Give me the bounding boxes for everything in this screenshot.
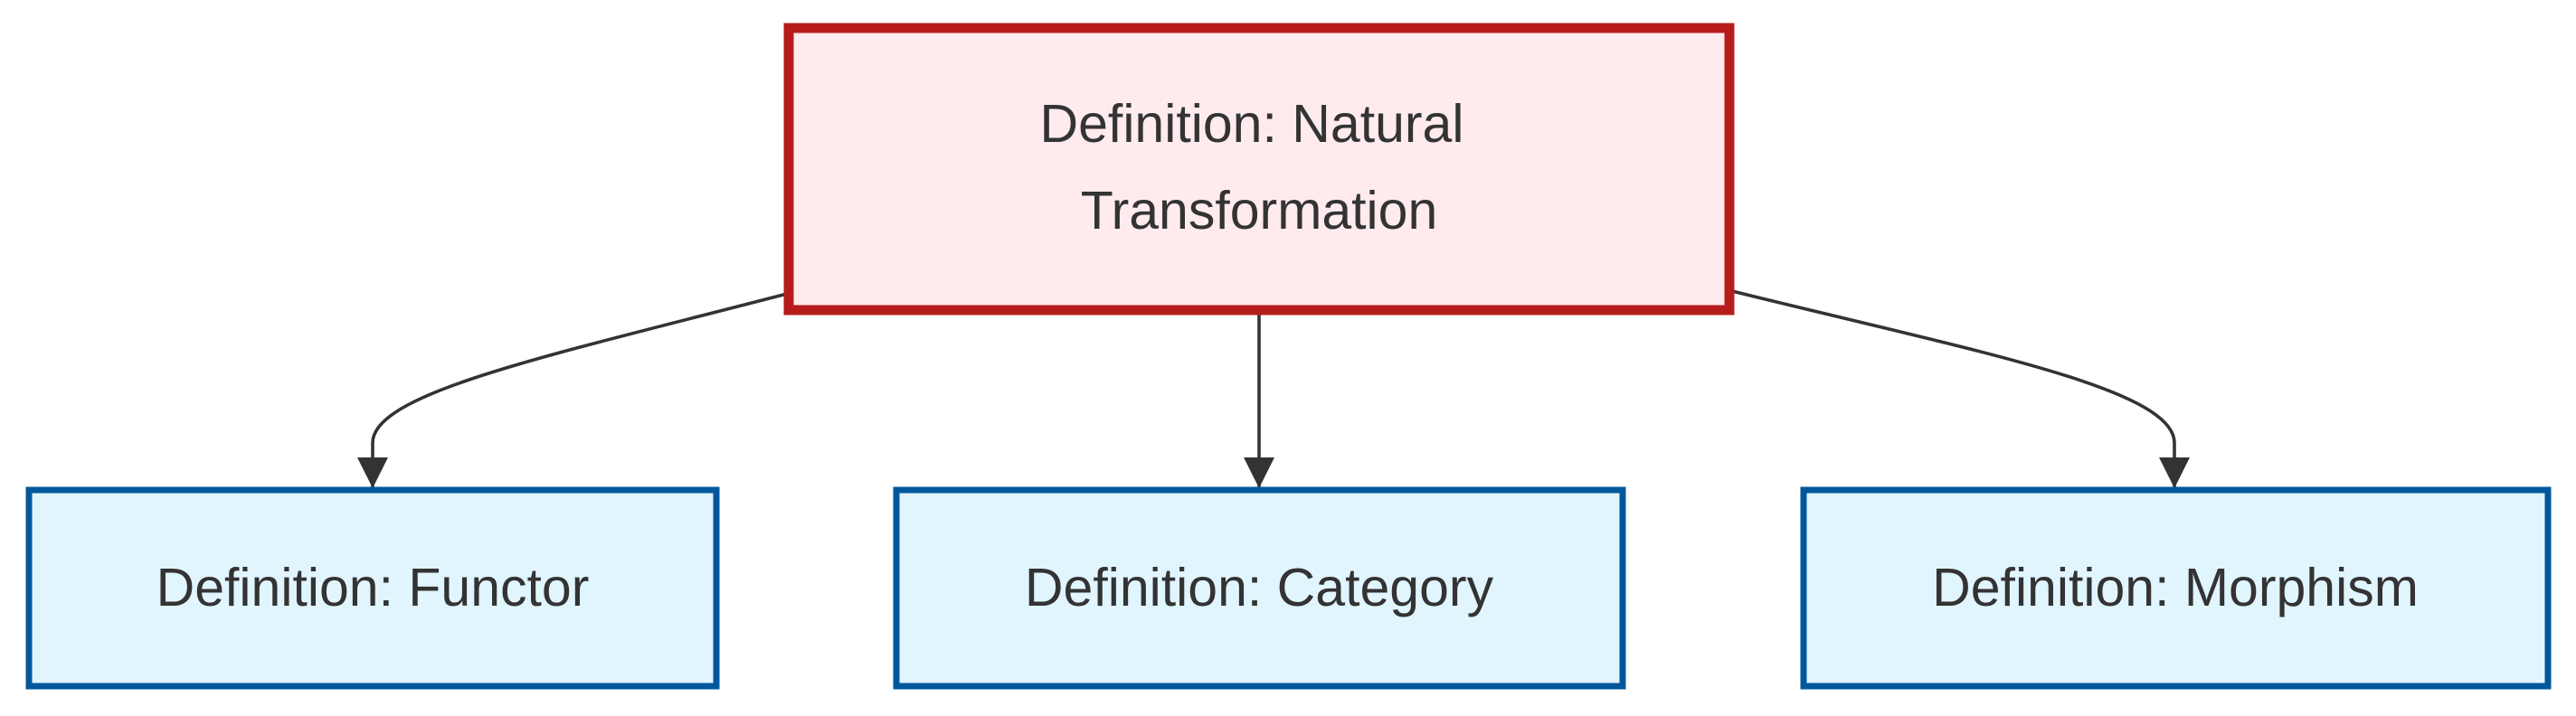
node-functor-label: Definition: Functor <box>156 558 590 617</box>
node-category-box <box>893 486 1626 690</box>
edges <box>357 289 2190 488</box>
node-morphism[interactable]: Definition: Morphism <box>1800 486 2552 690</box>
node-morphism-label: Definition: Morphism <box>1932 558 2419 617</box>
edge-root-to-functor <box>357 292 788 488</box>
edge-root-to-morphism <box>1731 289 2190 488</box>
node-natural-transformation-box <box>783 23 1735 316</box>
node-morphism-box <box>1800 486 2552 690</box>
node-category-label: Definition: Category <box>1025 558 1494 617</box>
node-natural-transformation[interactable]: Definition: Natural Transformation <box>783 23 1735 316</box>
node-category[interactable]: Definition: Category <box>893 486 1626 690</box>
node-natural-transformation-label-line2: Transformation <box>1081 181 1438 240</box>
node-functor[interactable]: Definition: Functor <box>25 486 720 690</box>
node-functor-box <box>25 486 720 690</box>
node-natural-transformation-label-line1: Definition: Natural <box>1040 94 1464 154</box>
